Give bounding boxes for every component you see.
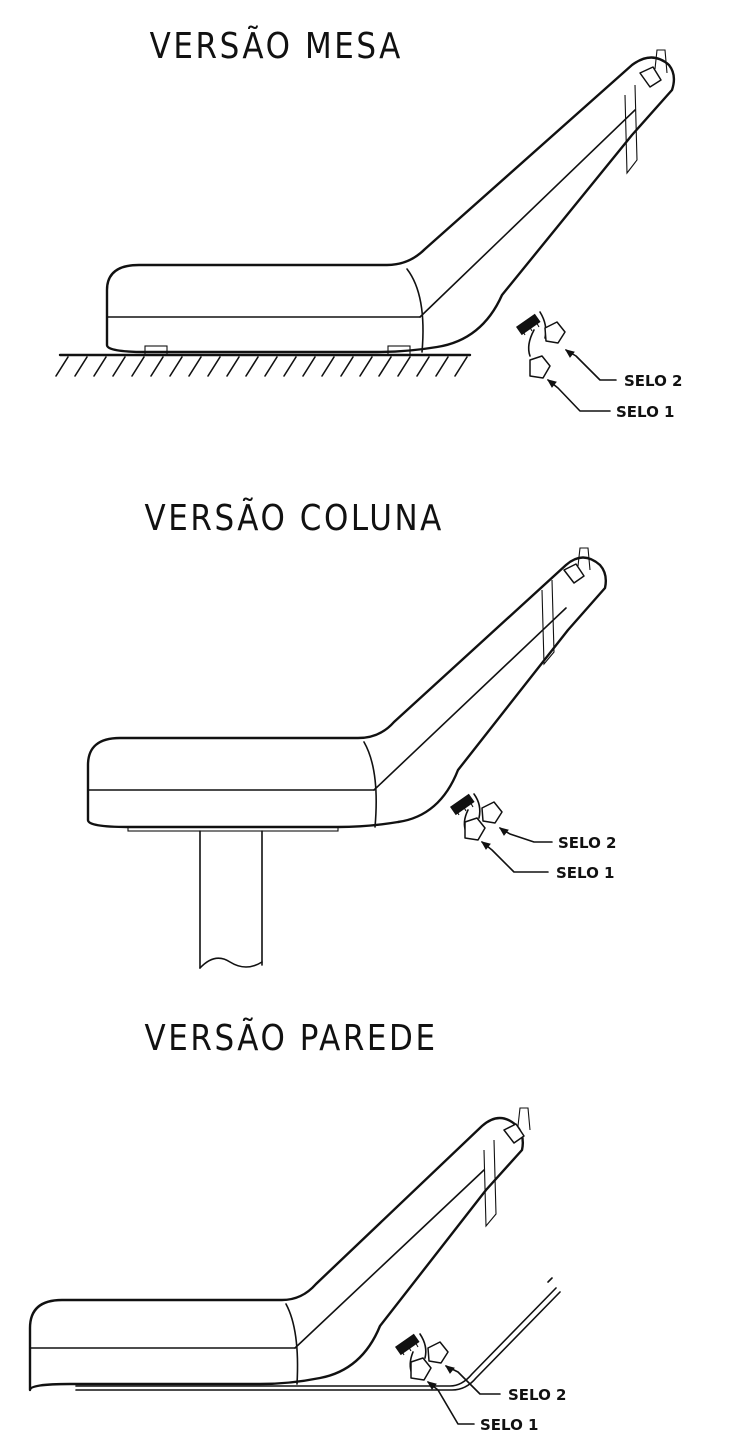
table-hatch-line xyxy=(74,356,88,377)
table-hatch-line xyxy=(264,356,278,377)
table-hatch-line xyxy=(302,356,316,377)
seal-1-leader xyxy=(481,841,549,873)
table-hatch-line xyxy=(340,356,354,377)
table-hatch-line xyxy=(188,356,202,377)
seal-assembly xyxy=(515,311,566,379)
table-hatch-line xyxy=(245,356,259,377)
wall-bracket xyxy=(75,1277,561,1391)
table-hatch-line xyxy=(321,356,335,377)
table-hatch-line xyxy=(207,356,221,377)
seal-1-leader xyxy=(547,379,611,412)
seal-2-leader xyxy=(565,349,617,381)
table-hatch-line xyxy=(112,356,126,377)
table-hatch-line xyxy=(55,356,69,377)
table-hatch-line xyxy=(378,356,392,377)
table-hatch-line xyxy=(169,356,183,377)
view-wall-version: VERSÃO PAREDE SE xyxy=(28,1017,566,1434)
seal-assembly xyxy=(394,1333,449,1381)
view-table-version: VERSÃO MESA xyxy=(55,25,682,421)
view-title: VERSÃO MESA xyxy=(150,25,403,67)
seal-2-label: SELO 2 xyxy=(508,1386,566,1404)
seal-1 xyxy=(529,355,551,379)
instrument-body xyxy=(105,49,676,354)
table-hatch-line xyxy=(454,356,468,377)
seal-1 xyxy=(410,1357,432,1381)
table-hatch-line xyxy=(131,356,145,377)
table-hatch-line xyxy=(359,356,373,377)
seal-assembly xyxy=(449,793,503,841)
seal-1-label: SELO 1 xyxy=(556,864,614,882)
seal-1-leader xyxy=(427,1381,475,1425)
view-column-version: VERSÃO COLUNA SELO xyxy=(86,497,616,969)
seal-2 xyxy=(481,801,503,824)
seal-2 xyxy=(544,321,566,344)
seal-2 xyxy=(427,1341,449,1364)
seal-2-label: SELO 2 xyxy=(624,372,682,390)
table-hatch-line xyxy=(283,356,297,377)
instrument-body xyxy=(86,547,608,829)
table-hatch-line xyxy=(93,356,107,377)
support-column xyxy=(127,826,339,969)
view-title: VERSÃO PAREDE xyxy=(144,1017,437,1059)
seal-2-label: SELO 2 xyxy=(558,834,616,852)
table-surface xyxy=(55,345,472,377)
view-title: VERSÃO COLUNA xyxy=(144,497,443,539)
table-hatch-line xyxy=(226,356,240,377)
table-hatch-line xyxy=(150,356,164,377)
seal-1 xyxy=(464,817,486,841)
seal-1-label: SELO 1 xyxy=(616,403,674,421)
seal-1-label: SELO 1 xyxy=(480,1416,538,1434)
instrument-plug xyxy=(503,1123,525,1144)
table-hatch-line xyxy=(397,356,411,377)
table-hatch-line xyxy=(435,356,449,377)
table-hatch-line xyxy=(416,356,430,377)
